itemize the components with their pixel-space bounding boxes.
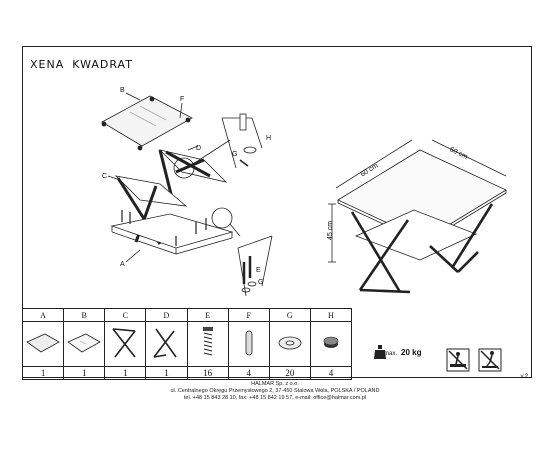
- callout-d: D: [196, 145, 201, 152]
- part-d-illustration: [145, 321, 188, 367]
- part-letter: F: [227, 308, 270, 322]
- part-a-illustration: [21, 321, 65, 367]
- detail-circle-bottom: [211, 207, 233, 229]
- dimension-height: 45 cm: [327, 221, 334, 240]
- parts-table: A B C D E F G H: [21, 308, 353, 380]
- footer-address: ul. Centralnego Okręgu Przemysłowego 2, …: [170, 388, 380, 394]
- part-f-illustration: [227, 321, 270, 367]
- page-title: XENA KWADRAT: [30, 58, 133, 71]
- part-qty: 20: [268, 366, 311, 380]
- footer-contact: tel. +48 15 843 28 10, fax: +48 15 842 1…: [183, 395, 367, 401]
- part-qty: 1: [104, 366, 147, 380]
- part-letter: D: [145, 308, 188, 322]
- part-letter: A: [21, 308, 65, 322]
- part-h-illustration: [309, 321, 353, 367]
- detail-circle-top: [173, 157, 195, 179]
- part-b-illustration: [63, 321, 106, 367]
- no-standing-icon: [478, 348, 502, 372]
- callout-a: A: [120, 261, 125, 268]
- part-qty: 1: [21, 366, 65, 380]
- no-climbing-icon: [446, 348, 470, 372]
- callout-h: H: [266, 135, 271, 142]
- product-model: KWADRAT: [72, 58, 133, 71]
- part-letter: G: [268, 308, 311, 322]
- part-qty: 4: [227, 366, 270, 380]
- max-load: max.20 kg: [384, 348, 421, 357]
- callout-f: F: [180, 96, 184, 103]
- dimension-depth: 60 cm: [448, 146, 468, 161]
- part-qty: 1: [63, 366, 106, 380]
- assembled-shelf: [354, 209, 478, 261]
- part-g-illustration: [268, 321, 311, 367]
- part-letter: B: [63, 308, 106, 322]
- callout-g-top: G: [232, 151, 237, 158]
- weight-icon: [374, 345, 386, 359]
- product-name: XENA: [30, 58, 65, 71]
- callout-c: C: [102, 173, 107, 180]
- version-label: v.2: [520, 374, 528, 380]
- part-letter: E: [186, 308, 229, 322]
- max-load-label: max.: [384, 351, 398, 357]
- part-e-illustration: [186, 321, 229, 367]
- callout-b: B: [120, 87, 125, 94]
- part-qty: 16: [186, 366, 229, 380]
- callout-e: E: [256, 267, 261, 274]
- max-load-value: 20 kg: [401, 348, 422, 357]
- footer-company: HALMAR Sp. z o.o.: [251, 381, 299, 387]
- leg-frame-c: [114, 175, 188, 207]
- callout-g-bottom: G: [258, 279, 263, 286]
- part-letter: C: [104, 308, 147, 322]
- part-letter: H: [309, 308, 353, 322]
- part-qty: 1: [145, 366, 188, 380]
- part-c-illustration: [104, 321, 147, 367]
- part-qty: 4: [309, 366, 353, 380]
